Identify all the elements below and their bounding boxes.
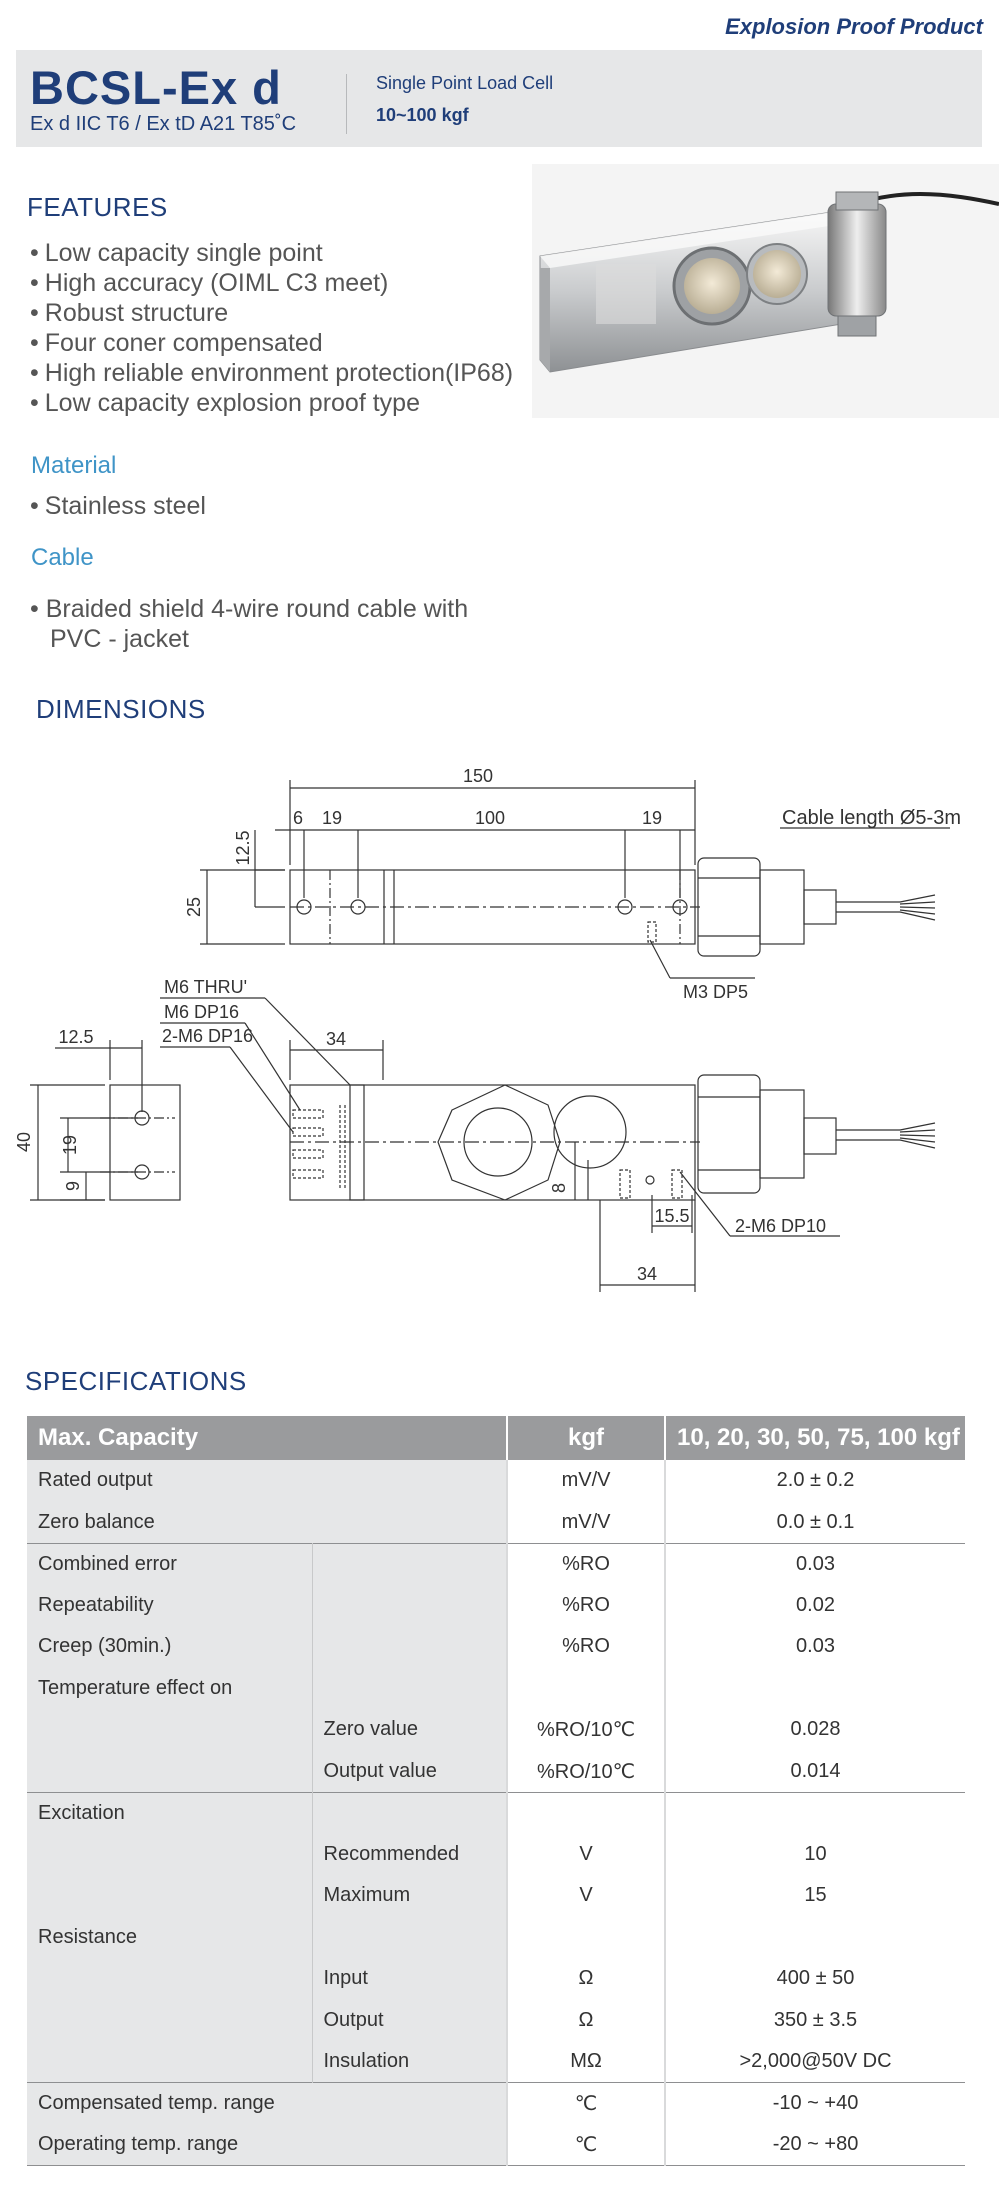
table-row: Temperature effect on — [27, 1667, 966, 1709]
feature-item: High accuracy (OIML C3 meet) — [30, 268, 513, 298]
dim-15-5: 15.5 — [654, 1206, 689, 1226]
m3-dp5-label: M3 DP5 — [683, 982, 748, 1002]
header-value: 10, 20, 30, 50, 75, 100 kgf — [664, 1416, 966, 1460]
dim-12-5-end: 12.5 — [58, 1027, 93, 1047]
table-row: Output value %RO/10℃ 0.014 — [27, 1750, 966, 1792]
header-divider — [346, 74, 347, 134]
dim-25: 25 — [184, 897, 204, 917]
dim-40: 40 — [14, 1132, 34, 1152]
cable-title: Cable — [31, 544, 94, 571]
dimension-drawing: 150 6 19 100 19 12.5 25 Cable length Ø5-… — [0, 740, 999, 1300]
m6-dp16-x2-label: 2-M6 DP16 — [162, 1026, 253, 1046]
material-list: Stainless steel — [30, 491, 206, 521]
table-row: Resistance — [27, 1916, 966, 1958]
cable-line-1: Braided shield 4-wire round cable with — [45, 595, 469, 623]
m6-thru-label: M6 THRU' — [164, 977, 247, 997]
table-row: Recommended V 10 — [27, 1833, 966, 1875]
dim-100: 100 — [475, 808, 505, 828]
table-row: Maximum V 15 — [27, 1875, 966, 1917]
dim-9: 9 — [63, 1181, 83, 1191]
table-row: Rated output mV/V 2.0 ± 0.2 — [27, 1460, 966, 1502]
dim-34-bottom: 34 — [637, 1264, 657, 1284]
cable-length-label: Cable length Ø5-3m — [782, 807, 961, 829]
specifications-title: SPECIFICATIONS — [25, 1366, 247, 1396]
feature-item: Low capacity single point — [30, 238, 513, 268]
features-list: Low capacity single point High accuracy … — [30, 238, 513, 418]
feature-item: Four coner compensated — [30, 328, 513, 358]
table-row: Combined error %RO 0.03 — [27, 1542, 966, 1585]
header-capacity: Max. Capacity — [27, 1416, 508, 1460]
table-header: Max. Capacity kgf 10, 20, 30, 50, 75, 10… — [27, 1416, 966, 1460]
table-row: Compensated temp. range ℃ -10 ~ +40 — [27, 2082, 966, 2124]
dimensions-title: DIMENSIONS — [36, 694, 206, 724]
product-type: Single Point Load Cell — [376, 73, 554, 93]
m6-dp10-label: 2-M6 DP10 — [735, 1216, 826, 1236]
product-category: Explosion Proof Product — [725, 14, 983, 39]
dim-6: 6 — [293, 808, 303, 828]
dim-19-right: 19 — [642, 808, 662, 828]
cable-description: • Braided shield 4-wire round cable with… — [30, 595, 469, 653]
cable-line-2: PVC - jacket — [50, 625, 189, 653]
dim-8: 8 — [549, 1183, 569, 1193]
header-unit: kgf — [506, 1416, 666, 1460]
feature-item: Robust structure — [30, 298, 513, 328]
features-title: FEATURES — [27, 192, 168, 222]
title-banner: BCSL-Ex d Ex d IIC T6 / Ex tD A21 T85˚C … — [16, 50, 982, 147]
table-row: Repeatability %RO 0.02 — [27, 1584, 966, 1626]
specifications-table: Max. Capacity kgf 10, 20, 30, 50, 75, 10… — [27, 1416, 966, 2166]
dim-19-left: 19 — [322, 808, 342, 828]
table-row: Output Ω 350 ± 3.5 — [27, 1999, 966, 2041]
dim-12-5-top: 12.5 — [233, 830, 253, 865]
dim-150: 150 — [463, 766, 493, 786]
dim-34-side: 34 — [326, 1029, 346, 1049]
table-row: Zero balance mV/V 0.0 ± 0.1 — [27, 1501, 966, 1543]
capacity-range: 10~100 kgf — [376, 105, 469, 125]
table-row: Excitation — [27, 1791, 966, 1834]
material-title: Material — [31, 452, 117, 479]
table-row: Creep (30min.) %RO 0.03 — [27, 1626, 966, 1668]
product-photo — [532, 164, 999, 418]
m6-dp16-label: M6 DP16 — [164, 1002, 239, 1022]
table-row: Input Ω 400 ± 50 — [27, 1958, 966, 2000]
table-row: Zero value %RO/10℃ 0.028 — [27, 1709, 966, 1751]
material-item: Stainless steel — [30, 491, 206, 521]
model-name: BCSL-Ex d — [30, 61, 282, 114]
dim-19-end: 19 — [60, 1135, 80, 1155]
feature-item: Low capacity explosion proof type — [30, 388, 513, 418]
table-row: Insulation MΩ >2,000@50V DC — [27, 2041, 966, 2083]
table-row: Operating temp. range ℃ -20 ~ +80 — [27, 2124, 966, 2166]
feature-item: High reliable environment protection(IP6… — [30, 358, 513, 388]
certification-text: Ex d IIC T6 / Ex tD A21 T85˚C — [30, 113, 297, 135]
